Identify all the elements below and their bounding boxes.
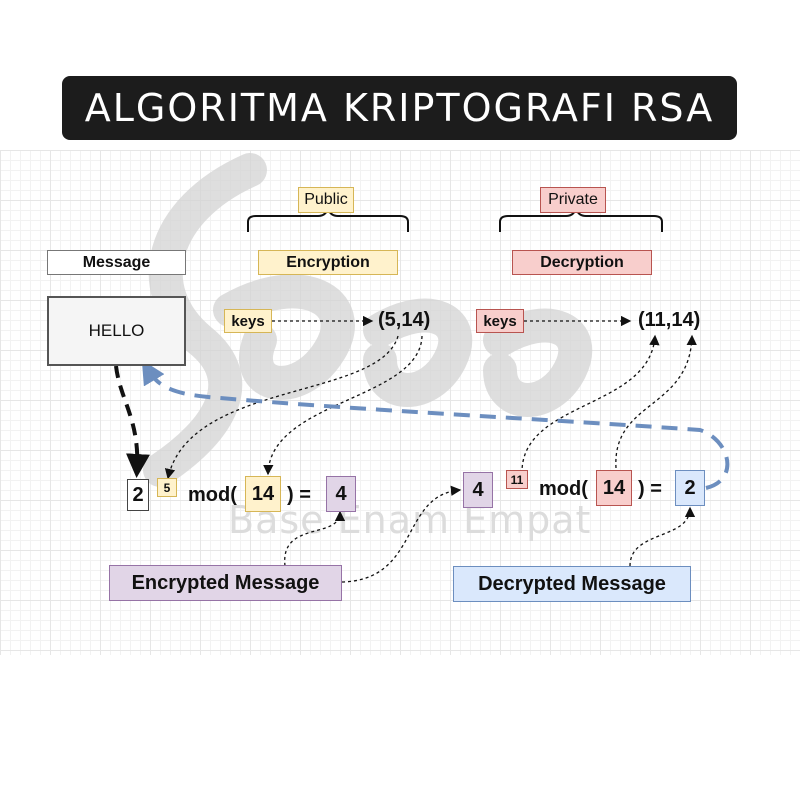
loop-back-arrow [141, 359, 730, 490]
decrypted-message-box: Decrypted Message [453, 566, 691, 602]
public-label: Public [298, 187, 354, 213]
encrypt-base: 2 [127, 479, 149, 511]
encrypt-result: 4 [326, 476, 356, 512]
decrypt-mod-prefix: mod( [539, 478, 588, 500]
encryption-label: Encryption [258, 250, 398, 275]
watermark-text: Base Enam Empat [228, 498, 592, 542]
decrypt-exponent: 11 [506, 470, 528, 489]
message-flow-arrow [114, 365, 150, 478]
encrypt-exponent: 5 [157, 478, 177, 497]
message-box: HELLO [47, 296, 186, 366]
decrypt-result: 2 [675, 470, 705, 506]
encrypted-message-box: Encrypted Message [109, 565, 342, 601]
title-banner: ALGORITMA KRIPTOGRAFI RSA [62, 76, 737, 140]
message-label: Message [47, 250, 186, 275]
decrypt-base: 4 [463, 472, 493, 508]
decryption-keys-value: (11,14) [638, 309, 701, 331]
decryption-label: Decryption [512, 250, 652, 275]
encrypt-mod-prefix: mod( [188, 484, 237, 506]
encryption-keys-value: (5,14) [378, 309, 431, 331]
encrypt-mod-suffix: ) = [287, 484, 311, 506]
encrypt-modulus: 14 [245, 476, 281, 512]
decrypt-mod-suffix: ) = [638, 478, 662, 500]
encryption-keys-label: keys [224, 309, 272, 333]
page-title: ALGORITMA KRIPTOGRAFI RSA [84, 86, 715, 130]
decrypt-modulus: 14 [596, 470, 632, 506]
private-label: Private [540, 187, 606, 213]
decryption-keys-label: keys [476, 309, 524, 333]
